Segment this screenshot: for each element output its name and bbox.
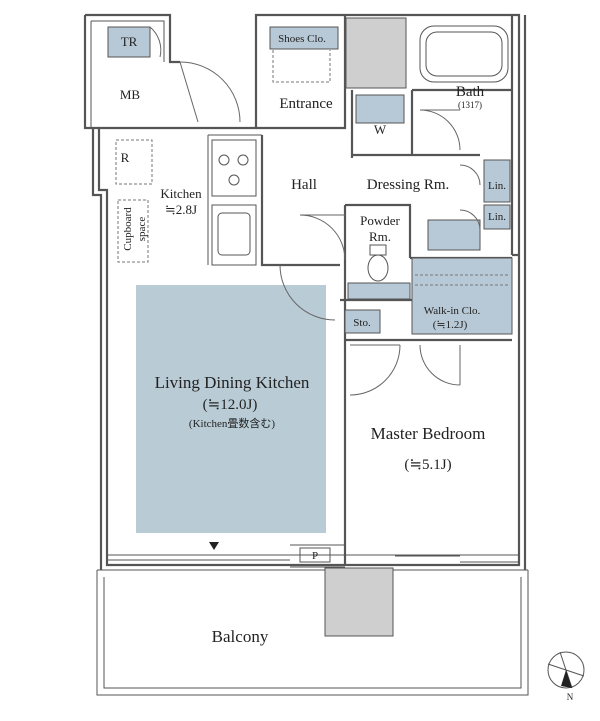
entrance-label: Entrance [279, 96, 333, 112]
kitchen-area-label: ≒2.8J [165, 202, 197, 217]
linen-label-2: Lin. [488, 211, 506, 223]
kitchen-sink-icon [211, 204, 257, 266]
exterior-walls [83, 13, 527, 570]
powder-counter [347, 282, 411, 300]
master-bedroom-label: Master Bedroom [371, 424, 486, 443]
compass: N [547, 651, 585, 702]
balcony-label: Balcony [212, 627, 269, 646]
compass-needle-icon [561, 670, 572, 688]
shoes-closet-box [269, 26, 339, 50]
w-label: W [374, 122, 387, 137]
cupboard-label: Cupboard [122, 207, 134, 251]
tr-cabinet [107, 26, 151, 58]
r-label: R [121, 150, 130, 165]
storage-box [344, 309, 381, 334]
vanity-counter [427, 219, 481, 251]
p-label: P [312, 550, 318, 562]
shoes-closet-label: Shoes Clo. [278, 33, 326, 45]
washer-box [355, 94, 405, 124]
walkin-closet-label: Walk-in Clo. [424, 305, 481, 317]
refrigerator-space [115, 139, 153, 185]
ldk-area [136, 285, 326, 533]
bathtub-icon [419, 25, 509, 83]
linen-closet-1 [483, 159, 511, 203]
room-labels: TR MB Shoes Clo. Entrance Bath (1317) W … [120, 33, 506, 646]
hall-label: Hall [291, 177, 317, 193]
mb-label: MB [120, 87, 141, 102]
powder-room-label-2: Rm. [369, 229, 391, 244]
master-bedroom-area-label: (≒5.1J) [404, 457, 451, 473]
dressing-room-label: Dressing Rm. [367, 177, 450, 193]
ldk-note-label: (Kitchen畳数含む) [189, 416, 275, 430]
p-box [299, 547, 331, 563]
walkin-closet-box [411, 257, 513, 335]
bath-size-label: (1317) [458, 100, 482, 110]
balcony-unit [324, 567, 394, 637]
toilet-icon [367, 254, 389, 282]
kitchen-label: Kitchen [160, 186, 202, 201]
ldk-label: Living Dining Kitchen [155, 373, 310, 392]
linen-label-1: Lin. [488, 180, 506, 192]
ldk-area-label: (≒12.0J) [203, 397, 258, 413]
compass-circle [547, 651, 585, 689]
cupboard-space-label: space [136, 217, 148, 242]
cupboard-space [117, 199, 149, 263]
storage-label: Sto. [353, 317, 371, 329]
doors [149, 26, 481, 396]
entry-marker-icon [209, 542, 219, 550]
powder-room-label: Powder [360, 213, 400, 228]
bath-label: Bath [456, 84, 485, 100]
linen-closet-2 [483, 204, 511, 230]
tr-label: TR [121, 34, 138, 49]
fixtures [107, 17, 513, 637]
fixture-outlines [96, 25, 529, 696]
walkin-closet-area-label: (≒1.2J) [433, 319, 468, 331]
stove-icon [211, 139, 257, 197]
pipe-shaft-top [345, 17, 407, 89]
compass-north-label: N [567, 692, 574, 702]
